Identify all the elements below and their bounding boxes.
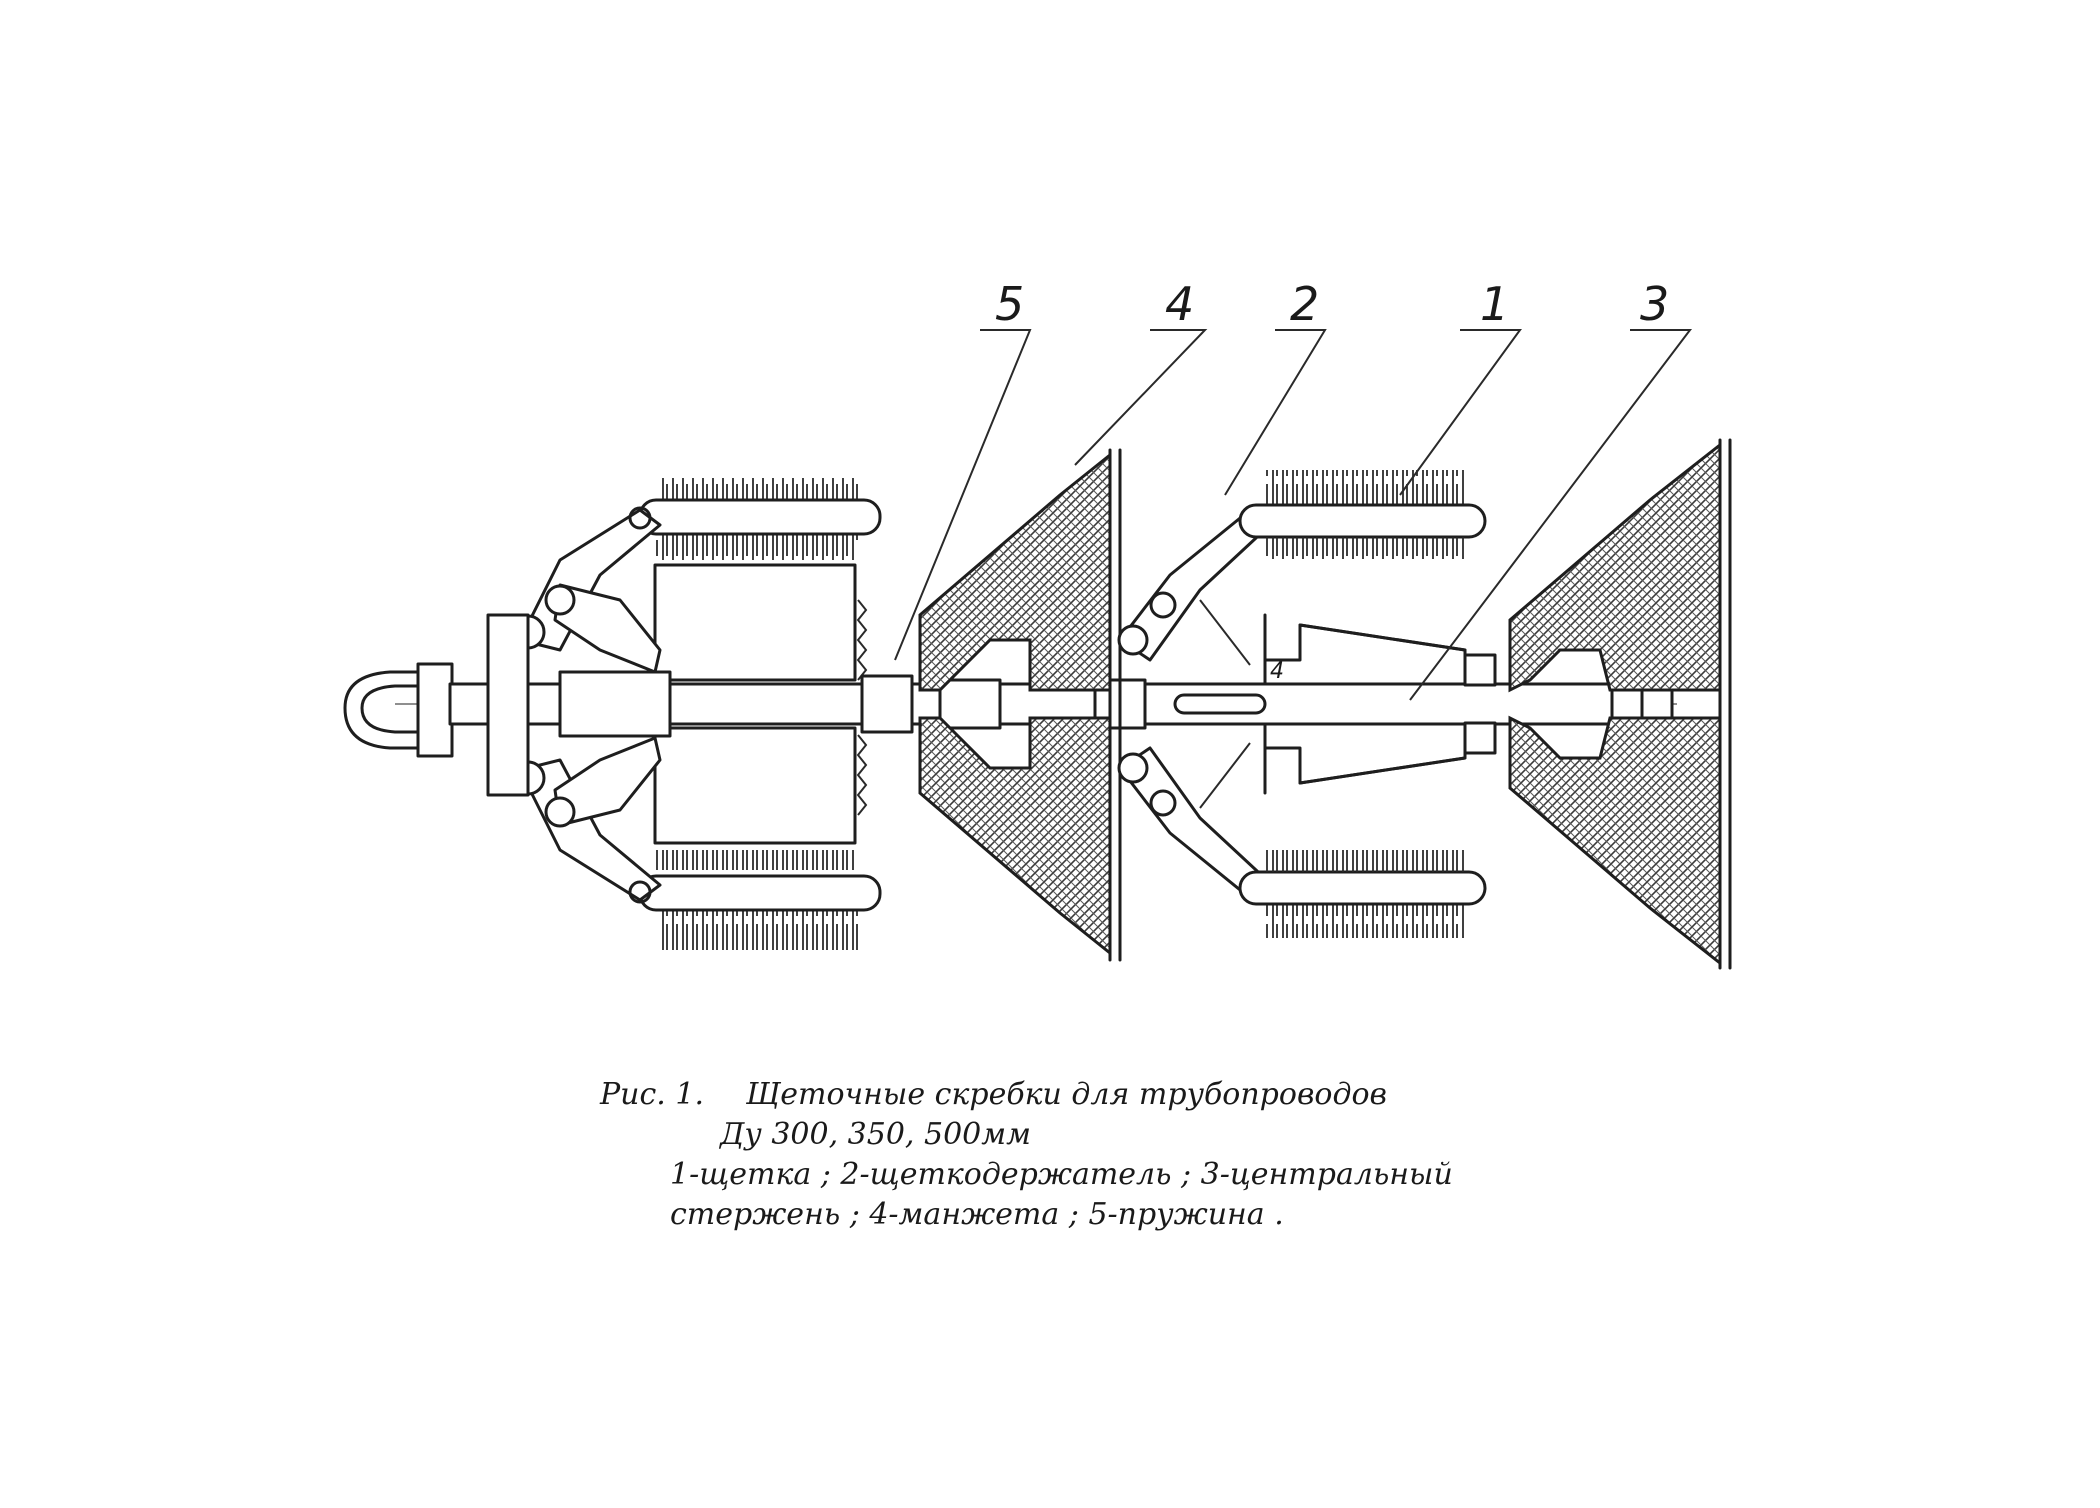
caption-title-line: Рис. 1. Щеточные скребки для трубопроводо… <box>600 1075 1600 1115</box>
figure-number: Рис. 1. <box>600 1077 705 1112</box>
spring <box>856 599 914 816</box>
cuff-front <box>918 448 1122 962</box>
caption-legend-line-1: 1-щетка ; 2-щеткодержатель ; 3-центральн… <box>670 1157 1453 1192</box>
rear-brush-assembly <box>1117 470 1497 938</box>
caption-title: Щеточные скребки для трубопроводов <box>746 1077 1388 1112</box>
callout-3: 3 <box>1640 277 1669 331</box>
cuff-rear <box>1508 438 1732 970</box>
callout-small-4: 4 <box>1270 659 1284 684</box>
callout-5: 5 <box>995 277 1024 331</box>
callout-leaders <box>894 329 1693 701</box>
callout-2: 2 <box>1290 277 1319 331</box>
front-brush-assembly <box>486 478 914 950</box>
figure-caption: Рис. 1. Щеточные скребки для трубопроводо… <box>600 1075 1600 1235</box>
callout-1: 1 <box>1480 277 1509 331</box>
callout-4: 4 <box>1165 277 1194 331</box>
caption-legend-line-2: стержень ; 4-манжета ; 5-пружина . <box>670 1197 1284 1232</box>
caption-sizes: Ду 300, 350, 500мм <box>720 1117 1032 1152</box>
pulling-eye <box>343 662 454 758</box>
